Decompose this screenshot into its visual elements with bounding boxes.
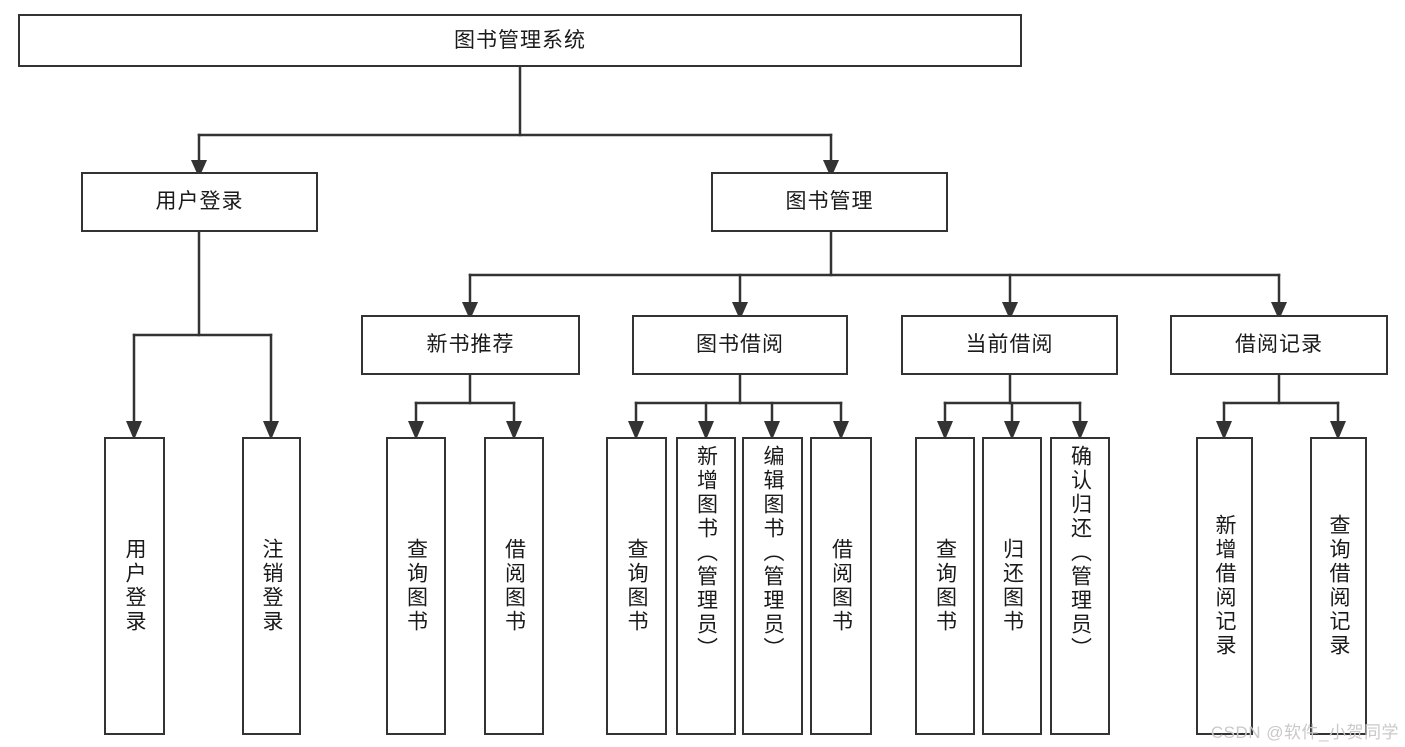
node-current-borrow[interactable]: 当前借阅 [901,315,1118,375]
leaf-borrow-book-new[interactable]: 借阅图书 [484,437,544,735]
leaf-confirm-return-admin[interactable]: 确认归还（管理员） [1050,437,1110,735]
leaf-edit-book-admin[interactable]: 编辑图书（管理员） [742,437,803,735]
leaf-add-book-admin[interactable]: 新增图书（管理员） [676,437,736,735]
leaf-add-borrow-record[interactable]: 新增借阅记录 [1196,437,1253,735]
leaf-return-book[interactable]: 归还图书 [982,437,1042,735]
node-book-management[interactable]: 图书管理 [711,172,948,232]
node-user-login[interactable]: 用户登录 [81,172,318,232]
leaf-user-login[interactable]: 用户登录 [104,437,165,735]
leaf-query-book-current[interactable]: 查询图书 [915,437,975,735]
node-root-book-management-system[interactable]: 图书管理系统 [18,14,1022,67]
leaf-query-book-borrow[interactable]: 查询图书 [606,437,667,735]
node-book-borrow[interactable]: 图书借阅 [632,315,848,375]
node-new-book-recommendation[interactable]: 新书推荐 [361,315,580,375]
leaf-borrow-book[interactable]: 借阅图书 [810,437,872,735]
leaf-query-book-new[interactable]: 查询图书 [386,437,446,735]
csdn-watermark: CSDN @软件_小贺同学 [1210,723,1399,742]
node-borrow-record[interactable]: 借阅记录 [1170,315,1388,375]
leaf-logout[interactable]: 注销登录 [242,437,301,735]
leaf-query-borrow-record[interactable]: 查询借阅记录 [1310,437,1367,735]
